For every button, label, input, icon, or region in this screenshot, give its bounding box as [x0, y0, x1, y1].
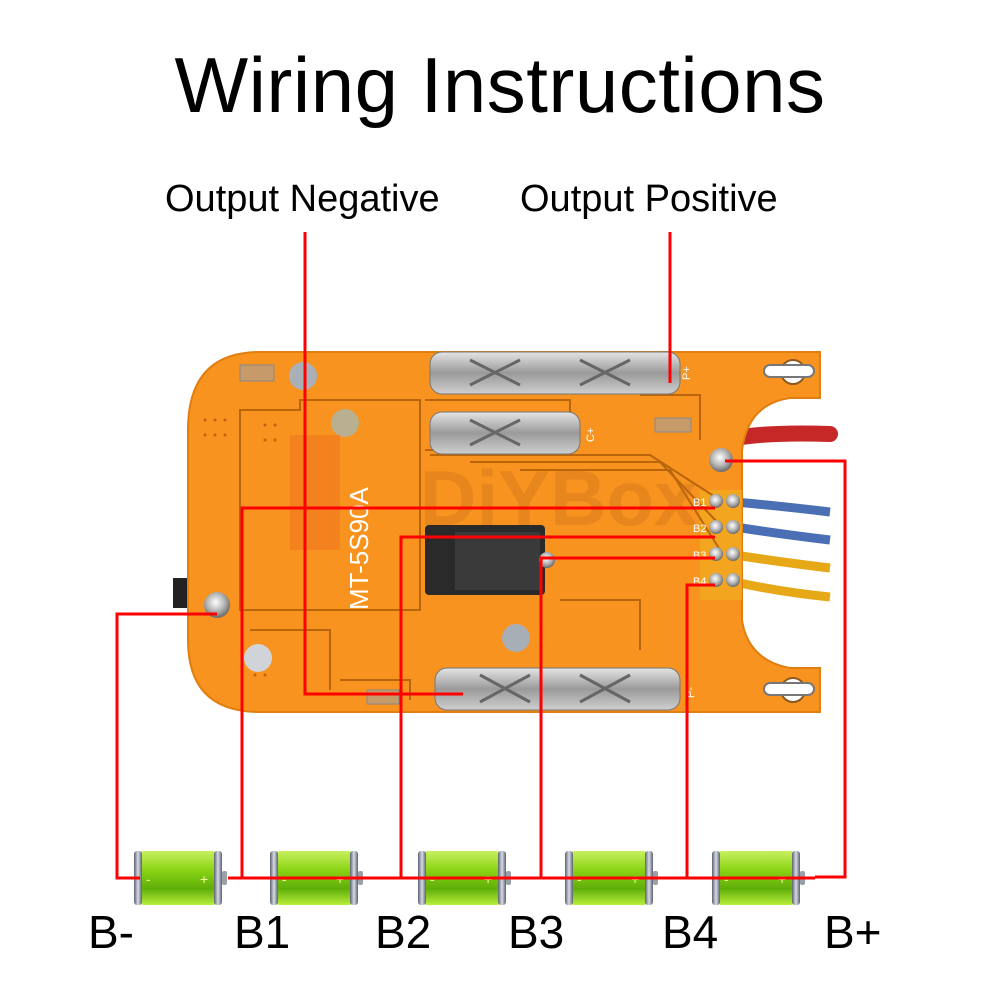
screw-b-plus: [709, 448, 733, 472]
label-b3: B3: [508, 906, 565, 958]
cable-yellow-1: [734, 550, 831, 573]
silk-p-minus: P-: [685, 687, 697, 698]
watermark-logo: [290, 435, 340, 550]
battery-minus-sign: -: [146, 871, 151, 887]
smd-pad-2: [654, 417, 692, 433]
cable-red: [727, 425, 838, 446]
wire-b2: [399, 535, 715, 878]
battery-body: [138, 851, 218, 905]
pad-label-b2: B2: [693, 523, 706, 535]
pad-round-3: [502, 624, 530, 652]
pad-round-1: [289, 362, 317, 390]
wire-b-plus: [725, 459, 847, 879]
terminal-p-plus: [429, 351, 681, 395]
cable-blue-2: [734, 522, 831, 545]
silk-c-plus: C+: [585, 428, 597, 442]
smd-pad-1: [239, 364, 275, 382]
battery-terminal-nub: [222, 871, 227, 885]
wire-b1: [240, 506, 715, 878]
balance-pads: [709, 494, 740, 587]
battery-cell: -+: [134, 851, 227, 905]
slot-top: [763, 364, 815, 378]
label-b-plus: B+: [824, 906, 882, 958]
battery-cap-right: [214, 851, 222, 905]
slot-bottom: [763, 682, 815, 696]
output-negative-label: Output Negative: [165, 178, 440, 220]
wire-output-negative: [303, 232, 463, 696]
screw-b-minus: [204, 592, 230, 618]
pad-label-b3: B3: [693, 550, 706, 562]
terminal-c-plus: [429, 411, 581, 455]
pad-round-2: [331, 409, 359, 437]
cable-yellow-2: [734, 577, 831, 602]
label-b4: B4: [662, 906, 719, 958]
wire-b-minus: [115, 612, 217, 880]
label-b1: B1: [234, 906, 291, 958]
screw-b3: [539, 552, 555, 568]
label-b-minus: B-: [88, 906, 134, 958]
silk-p-plus: P+: [681, 366, 693, 380]
page-title: Wiring Instructions: [174, 41, 826, 129]
wire-b3: [539, 556, 715, 878]
board-model-label: MT-5S90A: [344, 487, 374, 610]
label-b2: B2: [375, 906, 432, 958]
bms-board: P+ C+ P- MT-5S90A DiYBox B1 B2 B3 B4: [173, 351, 821, 713]
output-positive-label: Output Positive: [520, 178, 778, 220]
pad-round-4: [244, 644, 272, 672]
terminal-p-minus: [434, 667, 681, 711]
side-switch: [173, 578, 189, 608]
red-wiring: [115, 232, 847, 880]
cable-bundle: [727, 425, 838, 602]
cable-blue-1: [734, 497, 831, 517]
pad-label-b1: B1: [693, 497, 706, 509]
smd-pad-3: [366, 689, 400, 705]
wire-b4: [685, 583, 715, 878]
battery-plus-sign: +: [200, 871, 208, 887]
